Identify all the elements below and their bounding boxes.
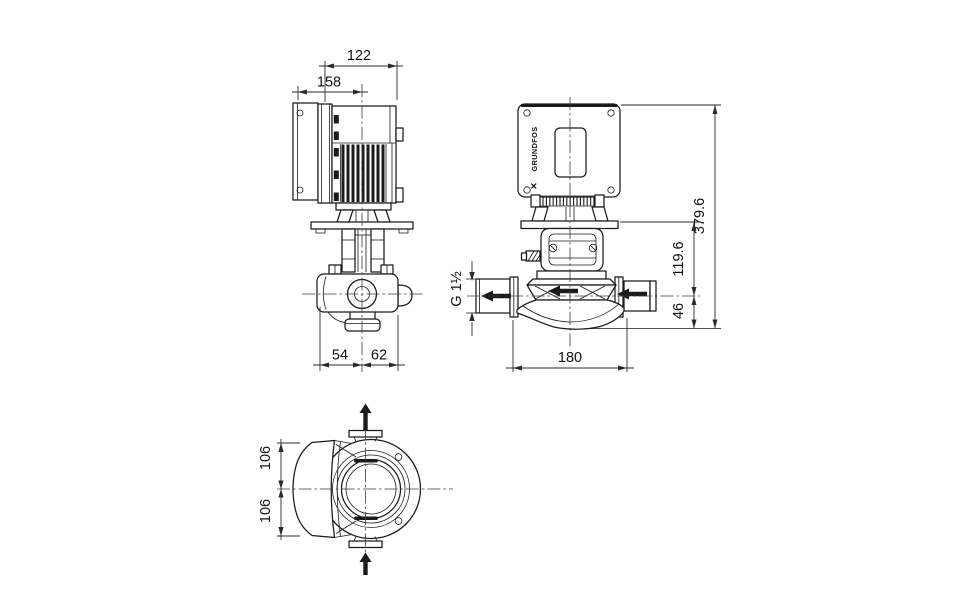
dimension-port-to-port: 180: [506, 318, 634, 372]
dim-label-122: 122: [347, 48, 371, 64]
side-motor-adapter: [335, 202, 392, 223]
dimension-port-thread: G 1½: [449, 261, 475, 336]
top-clamp-body: [292, 439, 357, 539]
dimension-total-height: 379.6: [621, 104, 721, 329]
port-opening-mark: [354, 516, 378, 520]
screw-icon: [523, 109, 531, 117]
dim-label-106-lower: 106: [258, 499, 274, 523]
screw-icon: [607, 109, 615, 117]
flange-hole: [394, 517, 403, 525]
clamp-lug: [395, 127, 404, 142]
side-motor-housing: [331, 105, 404, 204]
screw-icon: [607, 186, 615, 194]
dim-label-379-6: 379.6: [692, 198, 708, 234]
flow-arrow-left-inlet: [617, 288, 647, 300]
volute-belly: [516, 299, 625, 330]
screw-icon: [523, 186, 531, 194]
flow-arrow-up-outlet: [359, 403, 372, 430]
head-screw: [588, 243, 598, 253]
flange-hole: [394, 453, 403, 461]
dim-label-g1-half: G 1½: [449, 271, 465, 306]
side-motor-fins: [340, 144, 387, 202]
side-pump-head-columns: [341, 228, 385, 273]
dimension-axis-to-base: 46: [671, 296, 697, 329]
side-control-box: [292, 102, 319, 201]
display-window: [554, 127, 587, 178]
dim-label-158: 158: [317, 75, 341, 91]
front-view: GRUNDFOS ✕: [449, 97, 721, 372]
head-screw: [548, 243, 558, 253]
clamp-lug: [395, 187, 404, 203]
flow-arrow-left-center: [548, 285, 578, 297]
front-pump-head: [520, 227, 607, 280]
dim-label-180: 180: [558, 350, 582, 366]
front-flange-plate: [520, 220, 619, 230]
head-collar: [536, 270, 607, 280]
dimension-box-width: 158: [292, 75, 368, 100]
flow-arrow-up-inlet: [359, 552, 372, 575]
screw-icon: [296, 109, 304, 117]
dim-label-119-6: 119.6: [671, 241, 687, 276]
vent-plug: [520, 250, 541, 262]
side-volute-bolts: [328, 264, 394, 275]
front-motor-adapter: [531, 206, 609, 222]
side-outlet-stub: [344, 311, 381, 332]
dim-label-62: 62: [371, 348, 387, 364]
dimension-depth-halves: 106 106: [258, 439, 300, 540]
side-view: 122 158 54 62: [292, 48, 424, 372]
dimension-port-offsets: 54 62: [313, 307, 405, 371]
screw-icon: [296, 186, 304, 194]
front-control-box: GRUNDFOS ✕: [517, 103, 621, 198]
dim-label-46: 46: [671, 303, 687, 319]
side-terminal-panel: [317, 103, 333, 204]
volute-flare: [526, 278, 617, 286]
grundfos-logo-text: GRUNDFOS: [530, 127, 539, 172]
dim-label-106-upper: 106: [258, 446, 274, 470]
volute-side-boss: [397, 284, 413, 307]
side-terminal-tabs: [333, 115, 339, 201]
dim-label-54: 54: [332, 348, 348, 364]
top-view: 106 106: [258, 403, 453, 575]
port-opening-mark: [354, 459, 378, 463]
grundfos-logo-mark: ✕: [529, 182, 539, 190]
dimension-total-width: 122: [319, 48, 403, 102]
dimension-flange-to-axis: 119.6: [620, 221, 700, 296]
